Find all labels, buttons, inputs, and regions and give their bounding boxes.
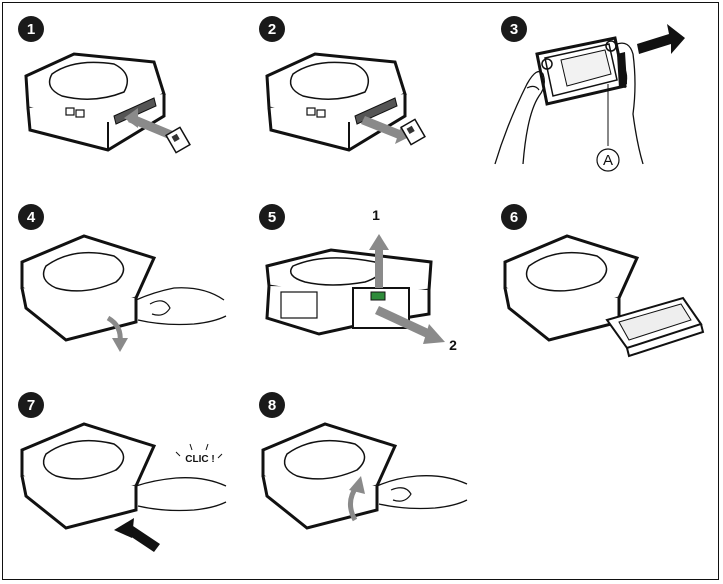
- step-4-panel: 4: [4, 192, 234, 377]
- step-1-panel: 1: [4, 4, 234, 189]
- step-7-badge: 7: [18, 392, 44, 418]
- close-tray-clic-illustration: CLIC !: [20, 422, 227, 552]
- printer-remove-card-illustration: [265, 52, 426, 152]
- step-3-panel: 3 A: [487, 4, 717, 189]
- printer-insert-card-illustration: [24, 52, 191, 154]
- step-3-badge: 3: [501, 16, 527, 42]
- close-door-illustration: [261, 422, 468, 530]
- step-8-panel: 8: [245, 380, 475, 565]
- step-6-panel: 6: [487, 192, 717, 377]
- step-1-badge: 1: [18, 16, 44, 42]
- step-2-badge: 2: [259, 16, 285, 42]
- step-6-badge: 6: [501, 204, 527, 230]
- arrow-1-label: 1: [372, 207, 380, 223]
- step-5-panel: 5 1 2: [245, 192, 475, 377]
- open-tray-door-illustration: [20, 234, 227, 352]
- release-latch-illustration: 1 2: [265, 207, 457, 353]
- clic-sound-label: CLIC !: [185, 454, 214, 465]
- step-4-badge: 4: [18, 204, 44, 230]
- step-7-panel: 7 CLIC !: [4, 380, 234, 565]
- arrow-2-label: 2: [449, 337, 457, 353]
- step-8-badge: 8: [259, 392, 285, 418]
- cartridge-removal-illustration: A: [494, 24, 685, 172]
- tray-extended-illustration: [503, 234, 705, 358]
- callout-a-label: A: [603, 152, 613, 169]
- step-5-badge: 5: [259, 204, 285, 230]
- step-2-panel: 2: [245, 4, 475, 189]
